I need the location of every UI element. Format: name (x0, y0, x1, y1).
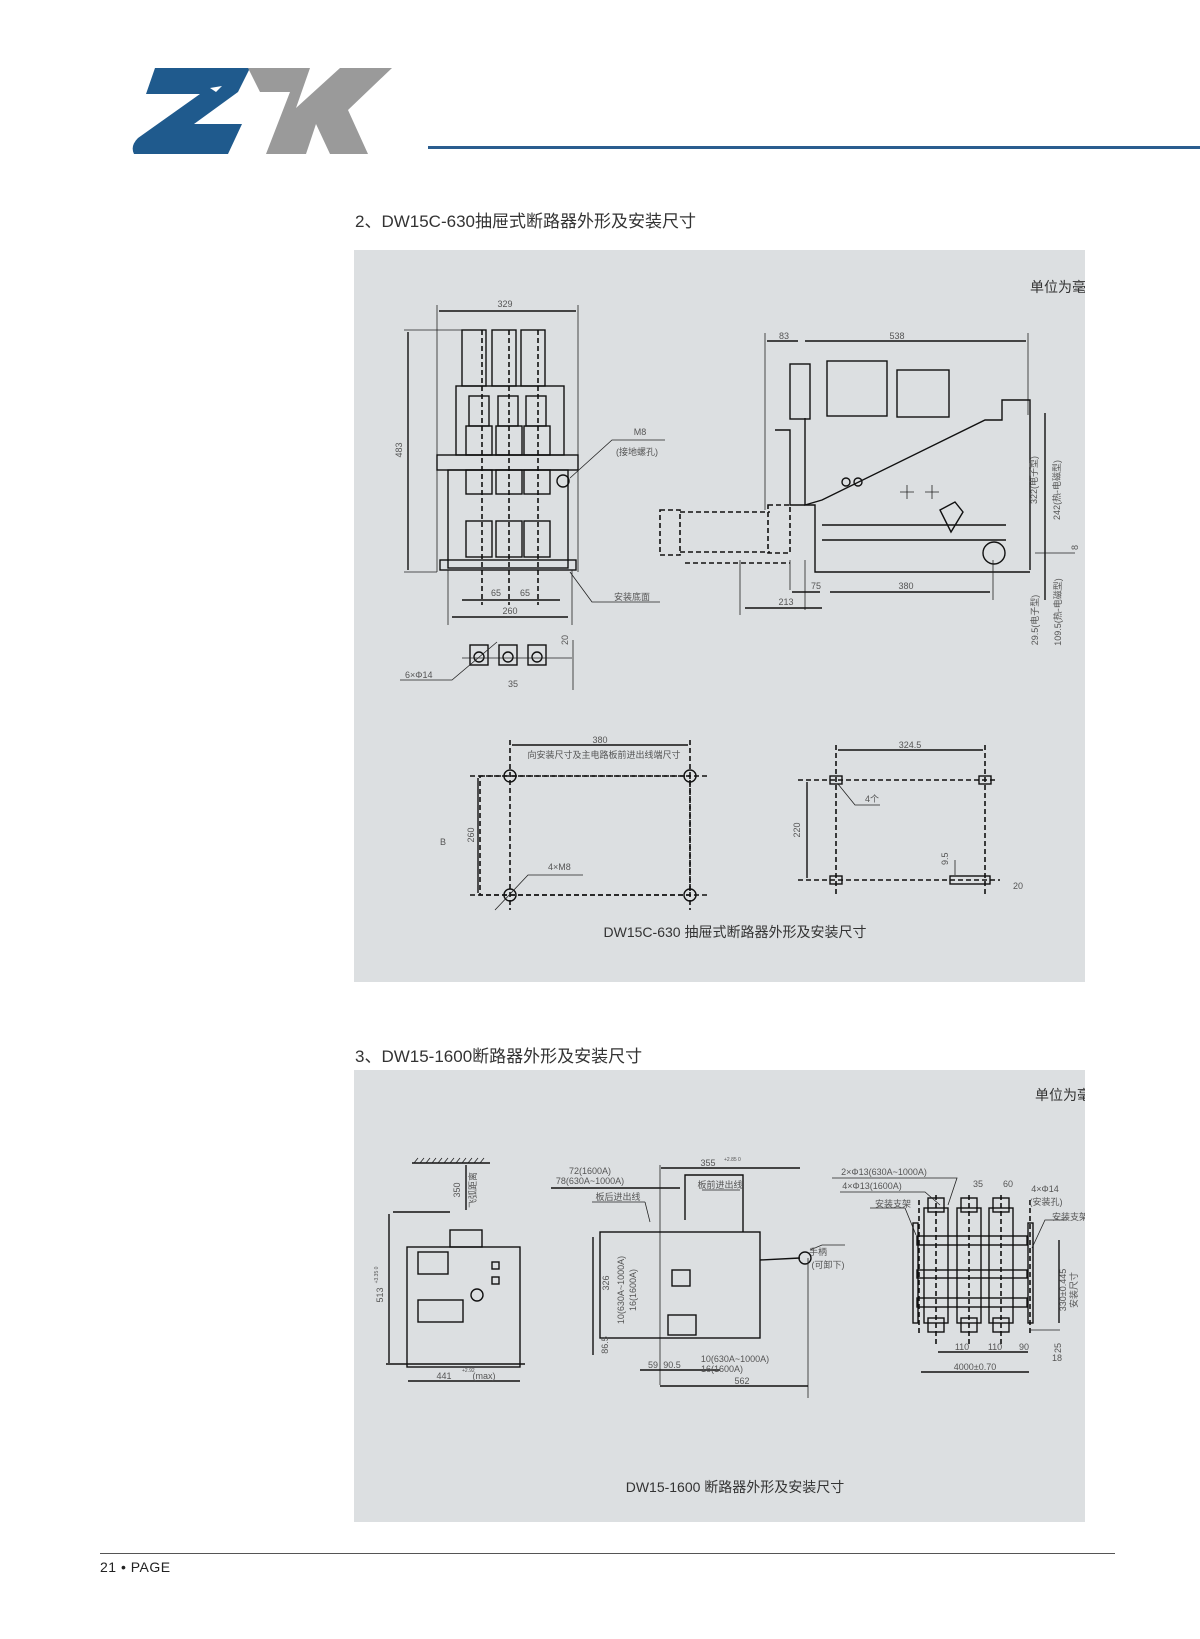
label-4x-phi13: 4×Φ13(1600A) (842, 1181, 901, 1191)
label-4-pcs: 4个 (865, 794, 879, 804)
dim-78: 78(630A~1000A) (556, 1176, 624, 1186)
dim-260: 260 (502, 606, 517, 616)
figure-caption: DW15-1600 断路器外形及安装尺寸 (626, 1479, 845, 1495)
label-mount-base: 安装底面 (614, 591, 650, 602)
dim-213: 213 (778, 597, 793, 607)
dim-380: 380 (898, 581, 913, 591)
dim-538: 538 (889, 331, 904, 341)
dim-18: 18 (1052, 1353, 1062, 1363)
header-rule (428, 146, 1200, 149)
label-handle: 手柄 (809, 1246, 827, 1257)
dim-562: 562 (734, 1376, 749, 1386)
label-bracket: 安装支架 (875, 1198, 911, 1209)
label-ground-hole: (接地螺孔) (616, 446, 658, 457)
dim-350: 350 (452, 1182, 462, 1197)
dim-355: 355 (700, 1158, 715, 1168)
tolerance-513: +3.35 0 (374, 1266, 380, 1283)
dim-380: 380 (592, 735, 607, 745)
label-4x-phi14: 4×Φ14 (1031, 1184, 1058, 1194)
dim-90: 90 (1019, 1342, 1029, 1352)
zk-logo (132, 68, 392, 154)
tolerance-441: +2.92 (462, 1368, 475, 1374)
mount-note: 向安装尺寸及主电路板前进出线端尺寸 (527, 749, 680, 760)
dim-4000: 4000±0.70 (954, 1362, 996, 1372)
dim-441: 441 (436, 1371, 451, 1381)
dim-110: 110 (988, 1342, 1002, 1352)
dim-8: 8 (1070, 545, 1080, 550)
dim-25: 25 (1053, 1343, 1063, 1353)
dim-513: 513 (375, 1287, 385, 1302)
section-3-heading: 3、DW15-1600断路器外形及安装尺寸 (355, 1047, 643, 1066)
dim-220: 220 (792, 822, 802, 837)
tolerance-355: +2.85 0 (724, 1157, 741, 1163)
dim-324-5: 324.5 (899, 740, 922, 750)
dim-20: 20 (1013, 881, 1023, 891)
dim-65: 65 (491, 588, 501, 598)
label-arc-distance: 飞弧距离 (467, 1172, 478, 1208)
dim-9-5: 9.5 (940, 852, 950, 865)
label-front-wiring: 板前进出线 (697, 1179, 742, 1190)
dim-10: 10(630A~1000A) (701, 1354, 769, 1364)
side-view: 83 538 75 380 213 322(电子型) 242(热-电磁型) 8 … (659, 331, 1080, 646)
dim-10: 10(630A~1000A) (616, 1256, 626, 1324)
mounting-pattern-front: 380 向安装尺寸及主电路板前进出线端尺寸 260 B 4×M8 (440, 735, 710, 911)
front-view: 329 483 M8 (接地螺孔) 65 65 260 安装底面 6×Φ14 2… (394, 299, 665, 690)
unit-label: 单位为毫米 (1035, 1087, 1085, 1103)
page-number: 21 • PAGE (100, 1559, 171, 1575)
dim-483: 483 (394, 442, 404, 457)
dw15-1600-drawing: 单位为毫米 350 飞弧距离 513 +3.35 0 441 +2.92 (ma… (374, 1087, 1085, 1495)
dim-109-5: 109.5(热-电磁型) (1052, 578, 1063, 646)
dim-60: 60 (1003, 1179, 1013, 1189)
dim-29-5: 29.5(电子型) (1029, 595, 1040, 646)
dim-242: 242(热-电磁型) (1051, 460, 1062, 520)
dim-90-5: 90.5 (663, 1360, 681, 1370)
label-2x-phi13: 2×Φ13(630A~1000A) (841, 1167, 927, 1177)
dim-86-5: 86.5 (600, 1336, 610, 1354)
section-2-heading: 2、DW15C-630抽屉式断路器外形及安装尺寸 (355, 212, 696, 231)
dw15c-630-drawing: 单位为毫米 329 483 M8 (接地螺孔) 65 65 260 安装底面 6… (394, 279, 1085, 940)
label-removable: (可卸下) (812, 1259, 845, 1270)
footer-rule (100, 1553, 1115, 1554)
dim-83: 83 (779, 331, 789, 341)
front-view: 72(1600A) 78(630A~1000A) 355 +2.85 0 板前进… (551, 1157, 845, 1398)
label-rear-wiring: 板后进出线 (595, 1191, 640, 1202)
dim-329: 329 (497, 299, 512, 309)
dim-326: 326 (601, 1275, 611, 1290)
dw15-1600-drawing-panel: 单位为毫米 350 飞弧距离 513 +3.35 0 441 +2.92 (ma… (354, 1070, 1085, 1522)
dim-322: 322(电子型) (1028, 456, 1039, 504)
dim-35: 35 (508, 679, 518, 689)
label-m8: M8 (634, 427, 647, 437)
label-mount-size: 安装尺寸 (1068, 1272, 1079, 1308)
dim-72: 72(1600A) (569, 1166, 611, 1176)
mounting-pattern-side: 324.5 4个 220 9.5 20 (792, 740, 1023, 895)
dim-65: 65 (520, 588, 530, 598)
dim-16: 16(1600A) (701, 1364, 743, 1374)
label-max: (max) (473, 1371, 496, 1381)
dim-59: 59 (648, 1360, 658, 1370)
dim-260: 260 (466, 827, 476, 842)
dim-35: 35 (973, 1179, 983, 1189)
dim-110: 110 (955, 1342, 969, 1352)
dim-16: 16(1600A) (628, 1269, 638, 1311)
label-bracket: 安装支架 (1052, 1211, 1085, 1222)
side-view: 350 飞弧距离 513 +3.35 0 441 +2.92 (max) (374, 1157, 525, 1382)
dim-75: 75 (811, 581, 821, 591)
figure-caption: DW15C-630 抽屉式断路器外形及安装尺寸 (604, 924, 867, 940)
label-holes: 6×Φ14 (405, 670, 432, 680)
label-4xm8: 4×M8 (548, 862, 571, 872)
label-mount-holes: (安装孔) (1030, 1196, 1063, 1207)
rear-view: 2×Φ13(630A~1000A) 4×Φ13(1600A) 安装支架 35 6… (832, 1167, 1085, 1373)
label-b: B (440, 837, 446, 847)
unit-label: 单位为毫米 (1030, 279, 1085, 295)
dim-330: 330±0.445 (1058, 1269, 1068, 1311)
dim-20: 20 (560, 635, 570, 645)
dw15c-630-drawing-panel: 单位为毫米 329 483 M8 (接地螺孔) 65 65 260 安装底面 6… (354, 250, 1085, 982)
